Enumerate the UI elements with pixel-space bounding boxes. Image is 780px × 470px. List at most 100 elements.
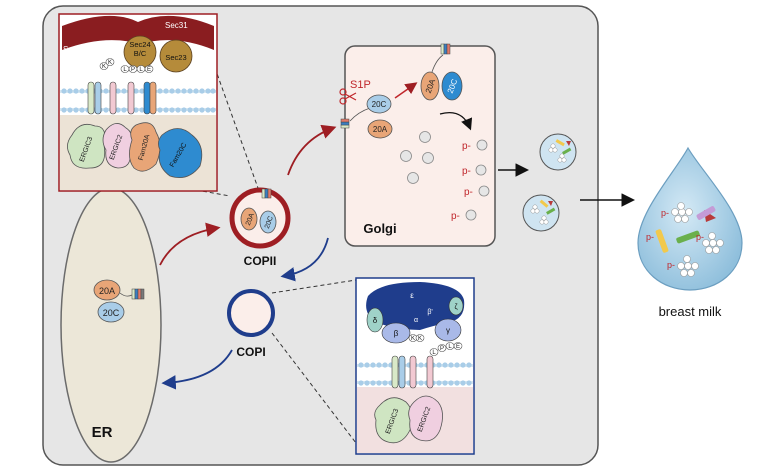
- copii-inset: Sec31 Sec13 Sec24 B/C Sec23 K K L P L E: [58, 13, 218, 192]
- svg-text:E: E: [147, 67, 151, 73]
- fam20c-protein: [158, 128, 203, 179]
- cargo-rod: [676, 230, 700, 244]
- phospho-label: p-: [464, 187, 473, 198]
- delta-label: δ: [373, 316, 378, 325]
- membrane-receptor: [440, 43, 451, 55]
- gamma-label: γ: [446, 326, 450, 335]
- sec13-label: Sec13: [63, 45, 86, 54]
- callout-line: [271, 332, 357, 444]
- substrate: [400, 150, 412, 162]
- phospho-label: p-: [451, 211, 460, 222]
- fam20c-label: 20C: [103, 308, 120, 318]
- fam20c-bubble: [97, 301, 125, 323]
- substrate: [419, 131, 431, 143]
- sec24-label: Sec24: [129, 40, 150, 49]
- svg-text:K: K: [108, 60, 112, 66]
- phosphorylation-arrow: [439, 111, 473, 131]
- breast-milk-label: breast milk: [659, 304, 722, 319]
- phospho-substrates: p- p- p- p-: [451, 139, 490, 222]
- callout-line: [195, 189, 231, 197]
- tether: [349, 107, 371, 122]
- svg-text:P: P: [131, 67, 135, 73]
- fam20c-bubble: [259, 210, 277, 234]
- svg-text:L: L: [448, 344, 452, 350]
- beta-prime-label: β': [427, 309, 432, 316]
- phospho-label: p-: [462, 166, 471, 177]
- substrate: [422, 152, 434, 164]
- zeta-label: ζ: [454, 304, 457, 311]
- phospho-substrate: [478, 185, 490, 197]
- copii-to-golgi-arrow: [287, 124, 337, 176]
- svg-text:L: L: [432, 350, 436, 356]
- ergic3-protein: [67, 123, 106, 169]
- er-to-copii-arrow: [159, 222, 221, 266]
- sec31-coat: [62, 15, 214, 50]
- copi-label: COPI: [236, 345, 265, 359]
- er-label: ER: [92, 424, 113, 441]
- copi-coat: [366, 282, 465, 330]
- beta-label: β: [394, 329, 399, 338]
- fam20c-bubble: [366, 94, 392, 114]
- svg-text:K: K: [411, 336, 415, 342]
- membrane-receptor: [340, 118, 350, 129]
- gamma-subunit: [434, 318, 462, 342]
- phospho-label: p-: [696, 232, 704, 242]
- fam20c-label: 20C: [372, 100, 387, 109]
- fam20a-bubble: [93, 279, 121, 301]
- fam20a-bubble: [240, 207, 258, 231]
- golgi-label: Golgi: [363, 221, 396, 236]
- casein-micelle: [671, 202, 693, 223]
- phospho-substrate: [465, 209, 477, 221]
- copii-ring: [229, 187, 291, 249]
- secretory-vesicle: [539, 133, 577, 171]
- copi-inset: ε δ β α β' ζ γ K K L P L E: [355, 277, 475, 455]
- tether: [119, 292, 133, 297]
- kk-motif: K K: [408, 334, 425, 342]
- casein-micelle: [677, 255, 699, 277]
- tether: [431, 54, 444, 73]
- alpha-label: α: [414, 317, 418, 324]
- sec23-label: Sec23: [165, 53, 186, 62]
- copi-vesicle: COPI: [227, 289, 275, 359]
- casein-micelle: [702, 232, 724, 254]
- sec23-subunit: [159, 39, 193, 73]
- svg-text:L: L: [139, 67, 143, 73]
- phospho-label: p-: [646, 232, 654, 242]
- fam20a-bubble: [367, 119, 393, 139]
- substrate-pool: [400, 131, 434, 184]
- s1p-label: S1P: [350, 79, 371, 91]
- fam20a-label: 20A: [99, 286, 115, 296]
- fam20c-bubble: [441, 71, 463, 101]
- copi-ring: [227, 289, 275, 337]
- membrane-receptor: [131, 288, 145, 300]
- ergic2-protein: [408, 395, 443, 442]
- cargo-rod: [655, 229, 669, 253]
- cleavage-arrow: [394, 82, 418, 99]
- svg-text:K: K: [418, 336, 422, 342]
- zeta-subunit: [448, 296, 464, 316]
- substrate: [407, 172, 419, 184]
- membrane-receptor: [261, 188, 272, 199]
- copi-to-er-arrow: [161, 349, 233, 390]
- svg-text:P: P: [440, 346, 444, 352]
- phospho-label: p-: [462, 141, 471, 152]
- transmembrane-helices: [87, 81, 157, 115]
- er-body: [60, 187, 162, 463]
- milk-drop-shape: [637, 146, 743, 291]
- phospho-substrate: [476, 139, 488, 151]
- kk-motif: K K: [99, 58, 115, 70]
- phospho-label: p-: [667, 260, 675, 270]
- golgi: Golgi 20C 20A S1P 20A 20C: [339, 43, 496, 247]
- callout-line: [271, 279, 357, 294]
- copii-label: COPII: [244, 254, 277, 268]
- svg-text:E: E: [456, 344, 460, 350]
- fam20a-label: 20A: [245, 212, 256, 226]
- breast-milk-drop: p- p- p- p- breast milk: [637, 146, 743, 319]
- sec31-label: Sec31: [165, 21, 188, 30]
- fam20c-label: 20C: [264, 215, 275, 229]
- er: ER 20A 20C: [60, 187, 162, 463]
- transmembrane-helices: [391, 355, 434, 389]
- secretory-vesicle: [522, 194, 560, 232]
- svg-text:L: L: [123, 67, 127, 73]
